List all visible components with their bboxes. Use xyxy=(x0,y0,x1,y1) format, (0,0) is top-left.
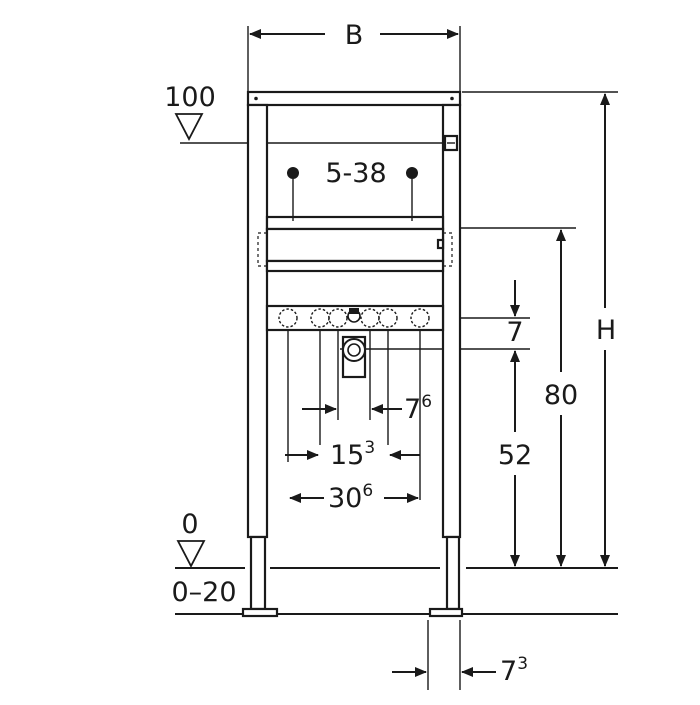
level-triangle-icon xyxy=(176,540,206,568)
mounting-frame xyxy=(241,90,464,618)
level-triangle-icon xyxy=(174,113,204,141)
dimension-arrows xyxy=(249,29,610,690)
dimension-7-6-label: 76 xyxy=(404,392,432,425)
extension-lines xyxy=(180,26,618,350)
anchor-point-icon xyxy=(287,167,418,221)
width-label: B xyxy=(345,20,364,51)
left-bracket-outline xyxy=(257,232,268,267)
left-foot-post xyxy=(249,535,267,611)
dimension-52-label: 52 xyxy=(498,440,532,471)
right-foot-post xyxy=(445,535,461,611)
height-label: H xyxy=(596,315,616,346)
floor-level-label: 0 xyxy=(181,509,198,540)
drain-connector xyxy=(341,335,367,379)
lower-crossbar-strip xyxy=(265,259,445,273)
right-foot-plate xyxy=(428,607,464,618)
top-level-label: 100 xyxy=(164,82,216,113)
dimension-80-label: 80 xyxy=(544,380,578,411)
right-bracket-outline xyxy=(442,232,453,267)
dimension-30-6-label: 306 xyxy=(328,481,373,514)
dimension-7-3-label: 73 xyxy=(500,654,528,687)
crossbar-plate xyxy=(265,227,445,263)
dimension-7-label: 7 xyxy=(506,317,523,348)
top-rail xyxy=(246,90,462,107)
dimension-15-3-label: 153 xyxy=(330,438,375,471)
left-foot-plate xyxy=(241,607,279,618)
tap-range-label: 5-38 xyxy=(325,158,386,189)
floor-lines xyxy=(175,567,618,615)
floor-range-label: 0–20 xyxy=(171,577,236,608)
left-upright xyxy=(246,103,269,539)
right-upright xyxy=(441,103,462,539)
